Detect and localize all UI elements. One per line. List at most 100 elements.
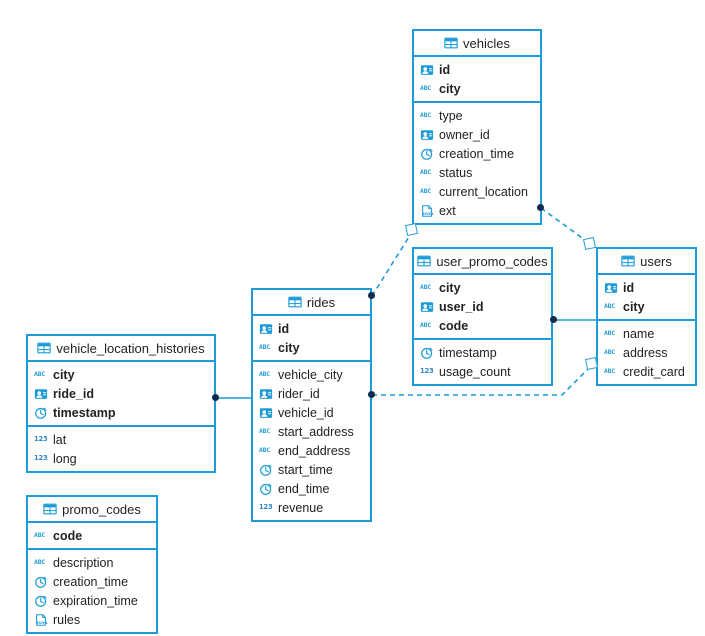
column-name: creation_time (53, 574, 129, 589)
column-row[interactable]: expiration_time (28, 591, 156, 610)
relationship-rides-vehicles (371, 231, 413, 297)
primary-key-group: id ABC city (598, 275, 695, 321)
column-row[interactable]: rider_id (253, 384, 370, 403)
table-node-vehicle-location-histories[interactable]: vehicle_location_histories ABC city ride… (26, 334, 216, 473)
column-row[interactable]: id (414, 60, 540, 79)
table-grid-icon (43, 502, 57, 516)
column-row[interactable]: ABC city (598, 297, 695, 316)
column-name: address (623, 345, 668, 360)
column-name: code (439, 318, 469, 333)
relationship-vehicles-users (540, 207, 590, 244)
column-row[interactable]: 123 usage_count (414, 362, 551, 381)
svg-text:ABC: ABC (34, 371, 45, 378)
abc-string-icon: ABC (259, 425, 273, 439)
column-row[interactable]: owner_id (414, 125, 540, 144)
table-header-vehicles[interactable]: vehicles (414, 31, 540, 57)
column-row[interactable]: ABC city (253, 338, 370, 357)
table-header-rides[interactable]: rides (253, 290, 370, 316)
column-row[interactable]: JSON ext (414, 201, 540, 220)
abc-string-icon: ABC (604, 365, 618, 379)
table-header-user-promo-codes[interactable]: user_promo_codes (414, 249, 551, 275)
id-card-icon (259, 406, 273, 420)
abc-string-icon: ABC (34, 368, 48, 382)
column-name: type (439, 108, 463, 123)
column-row[interactable]: vehicle_id (253, 403, 370, 422)
column-name: id (623, 280, 635, 295)
column-row[interactable]: 123 lat (28, 430, 214, 449)
column-group: 123 lat 123 long (28, 427, 214, 471)
column-row[interactable]: ABC status (414, 163, 540, 182)
column-row[interactable]: id (598, 278, 695, 297)
abc-string-icon: ABC (604, 327, 618, 341)
column-row[interactable]: end_time (253, 479, 370, 498)
abc-string-icon: ABC (259, 444, 273, 458)
column-name: creation_time (439, 146, 515, 161)
column-row[interactable]: ABC vehicle_city (253, 365, 370, 384)
column-row[interactable]: id (253, 319, 370, 338)
column-row[interactable]: ABC current_location (414, 182, 540, 201)
column-row[interactable]: user_id (414, 297, 551, 316)
column-row[interactable]: ABC address (598, 343, 695, 362)
column-row[interactable]: ABC city (414, 79, 540, 98)
column-name: id (439, 62, 451, 77)
column-row[interactable]: ABC code (414, 316, 551, 335)
column-group: ABC name ABC address ABC credit_card (598, 321, 695, 384)
svg-text:ABC: ABC (34, 532, 45, 539)
column-row[interactable]: ABC end_address (253, 441, 370, 460)
relationship-endpoint-many-rides-top (368, 292, 375, 299)
column-row[interactable]: creation_time (28, 572, 156, 591)
table-header-promo-codes[interactable]: promo_codes (28, 497, 156, 523)
clock-icon (259, 463, 273, 477)
abc-string-icon: ABC (604, 300, 618, 314)
primary-key-group: ABC city user_id ABC code (414, 275, 551, 340)
relationship-endpoint-many-vehiclelocationhistories (212, 394, 219, 401)
column-row[interactable]: creation_time (414, 144, 540, 163)
table-node-users[interactable]: users id ABC city ABC name ABC address A… (596, 247, 697, 386)
column-row[interactable]: JSON rules (28, 610, 156, 629)
id-card-icon (259, 322, 273, 336)
column-group: timestamp 123 usage_count (414, 340, 551, 384)
column-name: name (623, 326, 655, 341)
table-node-rides[interactable]: rides id ABC city ABC vehicle_city rid (251, 288, 372, 522)
relationship-endpoint-many-rides-bottom (368, 391, 375, 398)
column-name: expiration_time (53, 593, 138, 608)
column-row[interactable]: ride_id (28, 384, 214, 403)
column-name: start_address (278, 424, 354, 439)
svg-text:ABC: ABC (259, 428, 270, 435)
column-name: end_address (278, 443, 351, 458)
column-row[interactable]: ABC city (28, 365, 214, 384)
column-name: ride_id (53, 386, 94, 401)
abc-string-icon: ABC (259, 341, 273, 355)
column-row[interactable]: ABC credit_card (598, 362, 695, 381)
column-name: timestamp (439, 345, 497, 360)
column-name: revenue (278, 500, 324, 515)
column-row[interactable]: start_time (253, 460, 370, 479)
column-row[interactable]: 123 revenue (253, 498, 370, 517)
column-row[interactable]: ABC name (598, 324, 695, 343)
table-header-vehicle-location-histories[interactable]: vehicle_location_histories (28, 336, 214, 362)
table-node-vehicles[interactable]: vehicles id ABC city ABC type owner_id (412, 29, 542, 225)
primary-key-group: id ABC city (414, 57, 540, 103)
primary-key-group: ABC city ride_id timestamp (28, 362, 214, 427)
column-group: ABC description creation_time expiration… (28, 550, 156, 632)
id-card-icon (34, 387, 48, 401)
column-name: city (278, 340, 300, 355)
column-row[interactable]: ABC type (414, 106, 540, 125)
svg-text:ABC: ABC (604, 330, 615, 337)
column-name: city (439, 280, 461, 295)
column-row[interactable]: timestamp (28, 403, 214, 422)
table-node-promo-codes[interactable]: promo_codes ABC code ABC description cre… (26, 495, 158, 634)
column-row[interactable]: ABC code (28, 526, 156, 545)
column-row[interactable]: ABC city (414, 278, 551, 297)
svg-text:ABC: ABC (420, 284, 431, 291)
column-row[interactable]: 123 long (28, 449, 214, 468)
column-row[interactable]: ABC description (28, 553, 156, 572)
svg-text:ABC: ABC (604, 368, 615, 375)
table-node-user-promo-codes[interactable]: user_promo_codes ABC city user_id ABC co… (412, 247, 553, 386)
clock-icon (34, 594, 48, 608)
column-row[interactable]: ABC start_address (253, 422, 370, 441)
table-header-users[interactable]: users (598, 249, 695, 275)
svg-text:ABC: ABC (604, 349, 615, 356)
column-row[interactable]: timestamp (414, 343, 551, 362)
